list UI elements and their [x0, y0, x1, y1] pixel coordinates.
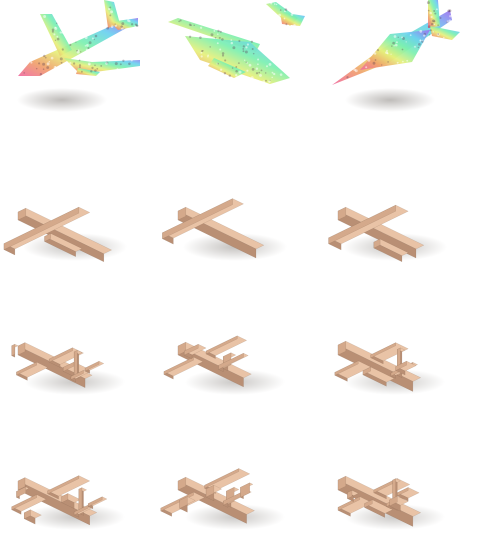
box-end: [70, 369, 84, 380]
box-end: [162, 198, 233, 240]
box-end: [61, 493, 69, 503]
cell-medium-airliner: [0, 270, 160, 405]
box-top: [163, 356, 204, 377]
box-end: [389, 495, 398, 507]
point-speckles: [23, 6, 139, 76]
box-end: [370, 342, 396, 359]
cell-coarse-fighter: [320, 135, 480, 270]
box-end: [23, 509, 31, 520]
box-end: [16, 486, 27, 498]
box-end: [362, 366, 372, 376]
box-end: [11, 494, 37, 511]
cell-point-cloud-propeller: [160, 0, 320, 135]
box-end: [204, 468, 240, 489]
box-end: [373, 238, 381, 249]
box-end: [328, 204, 396, 245]
box-end: [87, 496, 103, 507]
cell-fine-airliner: [0, 405, 160, 540]
point-cloud: [168, 2, 305, 84]
box-end: [334, 360, 359, 376]
box-end: [337, 475, 347, 491]
box-end: [17, 207, 27, 221]
point-speckles: [178, 2, 296, 84]
box-end: [337, 496, 361, 511]
box-end: [84, 360, 100, 372]
box-end: [395, 360, 407, 371]
box-end: [364, 499, 373, 508]
box-end: [205, 335, 238, 355]
ground-shadow: [345, 88, 435, 112]
box-end: [347, 489, 353, 500]
box-top: [362, 366, 395, 383]
box-end: [177, 476, 187, 491]
box-end: [179, 496, 188, 509]
box-end: [183, 343, 199, 356]
box-end: [373, 478, 398, 494]
box-end: [16, 361, 37, 376]
cell-point-cloud-airliner: [0, 0, 160, 135]
cell-coarse-airliner: [0, 135, 160, 270]
box-end: [177, 341, 187, 356]
box-end: [337, 340, 347, 356]
cell-coarse-propeller: [160, 135, 320, 270]
box-end: [163, 356, 194, 375]
box-end: [48, 347, 73, 363]
box-end: [177, 206, 187, 221]
point-cloud: [332, 0, 460, 85]
cell-medium-fighter: [320, 270, 480, 405]
cell-fine-fighter: [320, 405, 480, 540]
box-top: [205, 335, 248, 356]
box-end: [17, 342, 26, 356]
box-end: [3, 206, 80, 251]
box-end: [218, 352, 244, 370]
point-cloud: [18, 0, 140, 76]
box-top: [47, 475, 91, 497]
box-end: [11, 343, 16, 357]
box-end: [47, 475, 80, 495]
box-end: [17, 477, 26, 491]
box-end: [44, 233, 52, 242]
ground-shadow: [17, 88, 107, 112]
box-end: [397, 487, 409, 497]
box-end: [73, 349, 78, 377]
cell-medium-propeller: [160, 270, 320, 405]
cell-fine-propeller: [160, 405, 320, 540]
cell-point-cloud-fighter: [320, 0, 480, 135]
point-speckles: [346, 1, 452, 79]
box-end: [337, 206, 347, 221]
box-end: [240, 482, 251, 498]
box-end: [205, 484, 215, 498]
